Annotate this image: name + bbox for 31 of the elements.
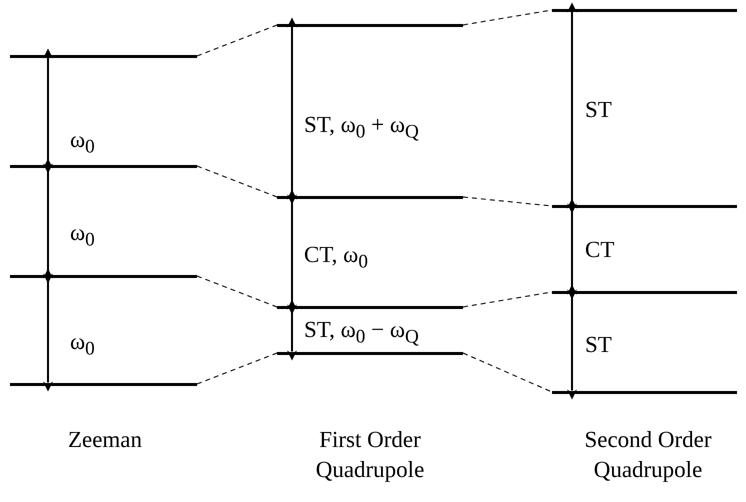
energy-level-line: [277, 196, 463, 198]
column-title: First Order Quadrupole: [314, 426, 426, 484]
double-arrow: [567, 198, 577, 300]
dashed-line: [196, 166, 278, 198]
double-arrow: [287, 300, 297, 360]
dashed-line: [196, 352, 278, 384]
column-title: Zeeman: [66, 426, 144, 454]
double-arrow: [287, 190, 297, 314]
energy-level-line: [277, 306, 463, 308]
dashed-line: [462, 10, 552, 26]
energy-level-line: [552, 204, 737, 208]
double-arrow: [567, 284, 577, 400]
energy-level-line: [552, 390, 737, 394]
energy-level-line: [277, 352, 463, 354]
dashed-line: [196, 276, 278, 308]
energy-level-line: [10, 382, 197, 386]
column-title: Second Order Quadrupole: [583, 426, 713, 484]
dashed-line: [196, 24, 278, 56]
double-arrow: [43, 48, 53, 174]
energy-level-line: [10, 164, 197, 168]
double-arrow: [287, 18, 297, 204]
energy-level-line: [10, 274, 197, 278]
double-arrow: [43, 158, 53, 284]
dashed-line: [462, 352, 552, 392]
double-arrow: [43, 268, 53, 392]
double-arrow: [567, 2, 577, 214]
energy-level-line: [552, 290, 737, 294]
energy-level-line: [552, 8, 737, 12]
dashed-line: [462, 292, 552, 308]
energy-level-line: [10, 54, 197, 58]
energy-level-line: [277, 24, 463, 26]
